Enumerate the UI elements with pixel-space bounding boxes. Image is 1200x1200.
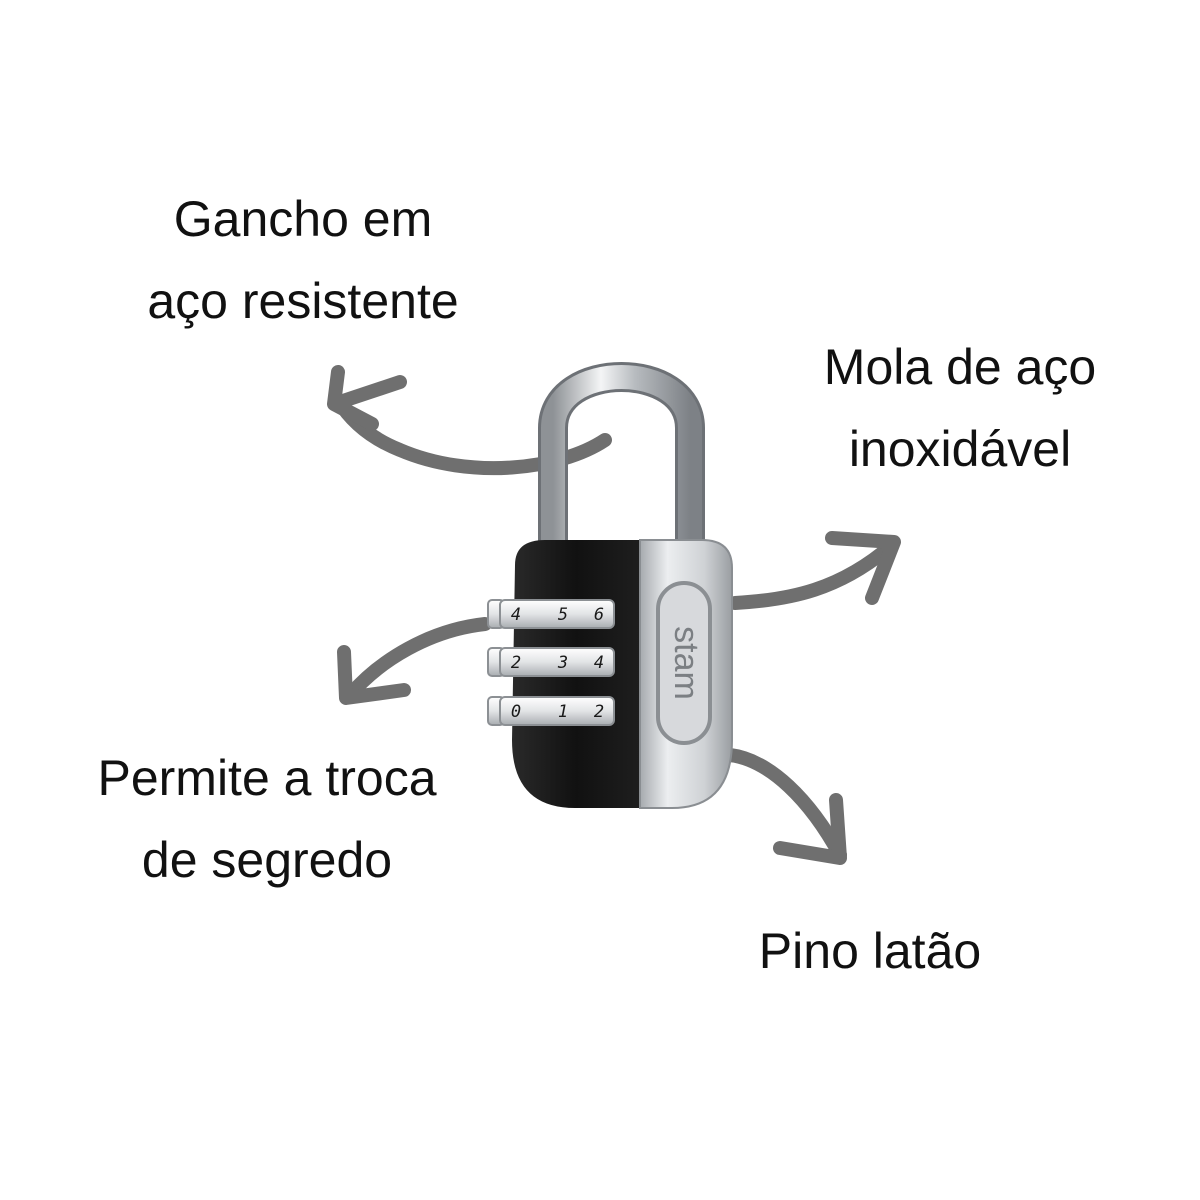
dial-digit: 2 [511, 653, 521, 673]
dial-digit: 0 [511, 702, 521, 722]
arrowhead-icon [327, 365, 407, 431]
callout-pin-line1: Pino latão [758, 923, 982, 979]
arrowhead-icon [773, 793, 847, 865]
callout-shackle: Gancho em aço resistente [118, 178, 488, 342]
combination-dials: 4 5 6 2 3 4 0 1 2 [487, 599, 615, 726]
dial-digit: 6 [594, 605, 604, 625]
callout-reset: Permite a troca de segredo [62, 737, 472, 901]
callout-reset-line1: Permite a troca [97, 750, 437, 806]
arrows [327, 365, 901, 865]
brand-plate [656, 581, 712, 745]
dial-digit: 1 [558, 702, 568, 722]
dial-band [499, 696, 615, 726]
callout-pin: Pino latão [720, 910, 1020, 992]
dial-digit: 4 [594, 653, 604, 673]
arrowhead-icon [825, 531, 901, 605]
dial-band [499, 599, 615, 629]
dial-digit: 4 [511, 605, 521, 625]
dial-digit: 5 [558, 605, 568, 625]
padlock-icon: stam 4 5 6 2 3 4 0 1 2 [487, 362, 733, 809]
dial-digit: 2 [594, 702, 604, 722]
dial-row[interactable]: 0 1 2 [487, 696, 615, 726]
callout-spring-line1: Mola de aço [823, 339, 1097, 395]
curved-arrow-icon [723, 748, 847, 862]
dial-digit: 3 [557, 653, 568, 673]
callout-spring: Mola de aço inoxidável [790, 326, 1130, 490]
arrowhead-icon [337, 645, 411, 705]
dial-band [499, 647, 615, 677]
callout-spring-line2: inoxidável [848, 421, 1072, 477]
dial-row[interactable]: 2 3 4 [487, 647, 615, 677]
dial-row[interactable]: 4 5 6 [487, 599, 615, 629]
callout-shackle-line2: aço resistente [147, 273, 459, 329]
callout-shackle-line1: Gancho em [173, 191, 433, 247]
callout-reset-line2: de segredo [141, 832, 393, 888]
curved-arrow-icon [728, 538, 899, 610]
brand-text: stam [667, 626, 705, 700]
curved-arrow-icon [343, 617, 492, 702]
